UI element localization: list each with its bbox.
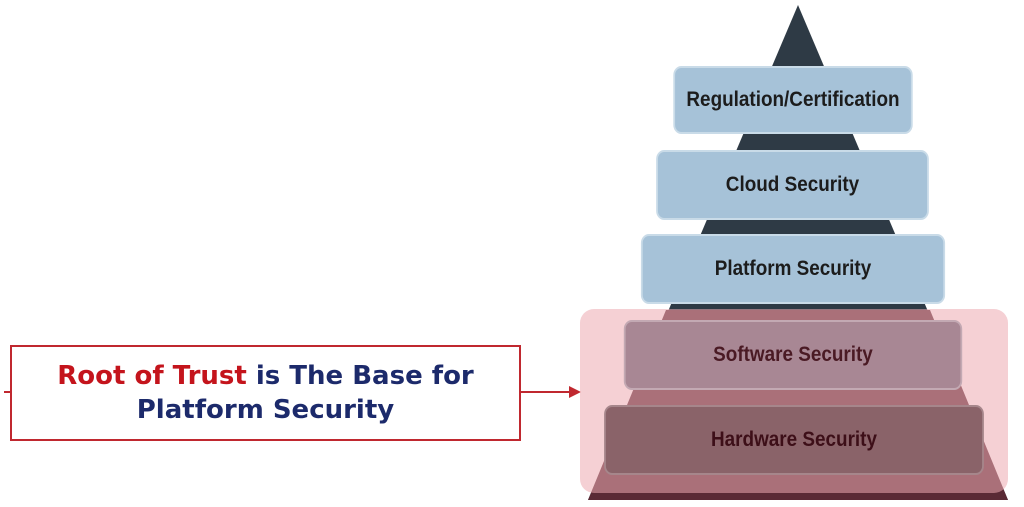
layer-regulation-certification: Regulation/Certification [673, 66, 913, 134]
callout-line-1-rest: is The Base for [246, 360, 474, 391]
callout-line-2: Platform Security [136, 395, 395, 425]
layer-software-security: Software Security [623, 320, 963, 390]
root-of-trust-callout: Root of Trust is The Base for Platform S… [10, 345, 521, 441]
layer-cloud-security: Cloud Security [656, 150, 929, 220]
callout-arrow-head [569, 386, 581, 398]
layer-hardware-security: Hardware Security [604, 405, 984, 475]
callout-line-1: Root of Trust is The Base for [57, 359, 474, 393]
layer-platform-security: Platform Security [640, 234, 946, 304]
callout-highlight-text: Root of Trust [57, 360, 247, 391]
